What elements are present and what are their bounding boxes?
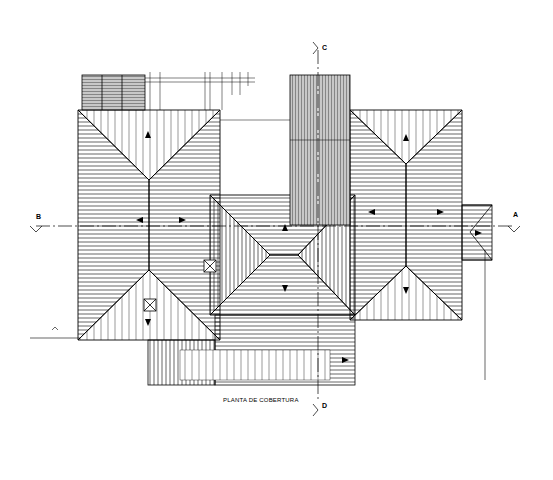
section-mark: D — [322, 402, 327, 409]
slope-arrow — [179, 217, 186, 223]
section-lines — [30, 42, 520, 416]
roof-face — [210, 255, 355, 315]
slope-arrow — [403, 134, 409, 141]
slope-arrow — [282, 224, 288, 231]
caption: PLANTA DE COBERTURA — [222, 397, 300, 403]
slope-arrow — [282, 285, 288, 292]
slope-arrow — [368, 209, 375, 215]
roof-face — [78, 270, 220, 340]
slope-arrow — [145, 319, 151, 326]
section-mark: C — [322, 44, 327, 51]
slope-arrow — [475, 230, 482, 236]
roof-faces — [78, 110, 462, 340]
slope-arrow — [342, 357, 349, 363]
slope-arrow — [403, 287, 409, 294]
section-mark: B — [36, 213, 41, 220]
roof-face — [350, 266, 462, 320]
slope-arrow — [136, 217, 143, 223]
slope-arrows — [136, 131, 482, 363]
roof-details — [30, 72, 492, 385]
slope-arrow — [145, 131, 151, 138]
slope-arrow — [437, 209, 444, 215]
section-mark: A — [513, 211, 518, 218]
